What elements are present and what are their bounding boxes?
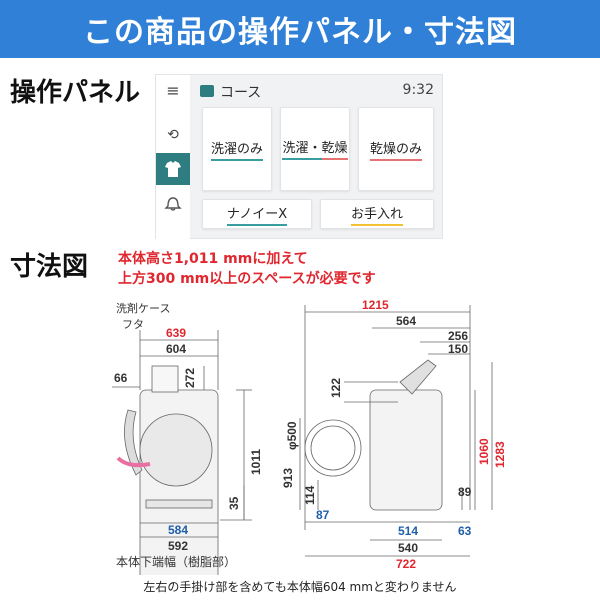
svg-text:150: 150: [448, 342, 468, 356]
shirt-icon: [165, 161, 181, 177]
course-tab-active[interactable]: [156, 153, 190, 185]
svg-text:584: 584: [168, 523, 188, 537]
control-panel: ≡ ⟲ コース 9:32 洗濯のみ 洗濯・乾燥 乾燥のみ ナノイーX お手入れ: [155, 74, 443, 240]
dims-section-title: 寸法図: [10, 252, 89, 282]
door-open-arrow: [116, 456, 151, 468]
course-button-dry[interactable]: 乾燥のみ: [358, 107, 434, 191]
svg-text:604: 604: [166, 342, 186, 356]
svg-text:63: 63: [458, 524, 472, 538]
svg-text:913: 913: [281, 468, 295, 488]
svg-text:639: 639: [166, 326, 186, 340]
svg-text:φ500: φ500: [285, 421, 299, 450]
menu-icon[interactable]: ≡: [166, 81, 180, 100]
svg-text:256: 256: [448, 329, 468, 343]
panel-section-title: 操作パネル: [10, 78, 141, 108]
svg-text:フタ: フタ: [122, 318, 144, 331]
svg-text:114: 114: [303, 485, 317, 505]
clock: 9:32: [402, 82, 434, 98]
panel-sidebar: ≡ ⟲: [156, 75, 190, 240]
svg-text:1283: 1283: [493, 441, 507, 468]
course-button-wash[interactable]: 洗濯のみ: [202, 107, 272, 191]
shirt-icon: [200, 85, 214, 97]
height-note-1: 本体高さ1,011 mmに加えて: [118, 251, 308, 267]
svg-text:722: 722: [396, 557, 416, 571]
svg-text:洗剤ケース: 洗剤ケース: [116, 301, 170, 315]
svg-text:87: 87: [316, 508, 330, 522]
svg-text:272: 272: [183, 368, 197, 388]
svg-text:564: 564: [396, 314, 416, 328]
history-icon[interactable]: ⟲: [167, 127, 179, 143]
svg-text:35: 35: [227, 496, 241, 510]
course-button-wash-dry[interactable]: 洗濯・乾燥: [280, 107, 350, 191]
bottom-note: 左右の手掛け部を含めても本体幅604 mmと変わりません: [143, 580, 457, 594]
svg-text:1060: 1060: [477, 438, 491, 465]
title-banner: この商品の操作パネル・寸法図: [0, 0, 600, 58]
svg-text:89: 89: [458, 485, 472, 499]
side-body: [369, 389, 443, 511]
svg-text:1215: 1215: [362, 298, 389, 312]
svg-text:1011: 1011: [249, 449, 263, 475]
nanoe-x-button[interactable]: ナノイーX: [202, 199, 312, 229]
svg-text:122: 122: [329, 378, 343, 398]
svg-text:本体下端幅（樹脂部）: 本体下端幅（樹脂部）: [116, 554, 236, 569]
svg-text:514: 514: [398, 524, 418, 538]
svg-text:540: 540: [398, 541, 418, 555]
maintenance-button[interactable]: お手入れ: [320, 199, 434, 229]
svg-text:66: 66: [114, 371, 128, 385]
height-note-2: 上方300 mm以上のスペースが必要です: [118, 271, 376, 287]
bell-icon[interactable]: [156, 193, 190, 215]
dimension-diagram: 洗剤ケース フタ 639 604 66 272 1011 35 584 592 …: [112, 298, 507, 575]
svg-text:592: 592: [168, 539, 188, 553]
course-header-label: コース: [220, 85, 262, 101]
banner-title: この商品の操作パネル・寸法図: [83, 15, 517, 50]
